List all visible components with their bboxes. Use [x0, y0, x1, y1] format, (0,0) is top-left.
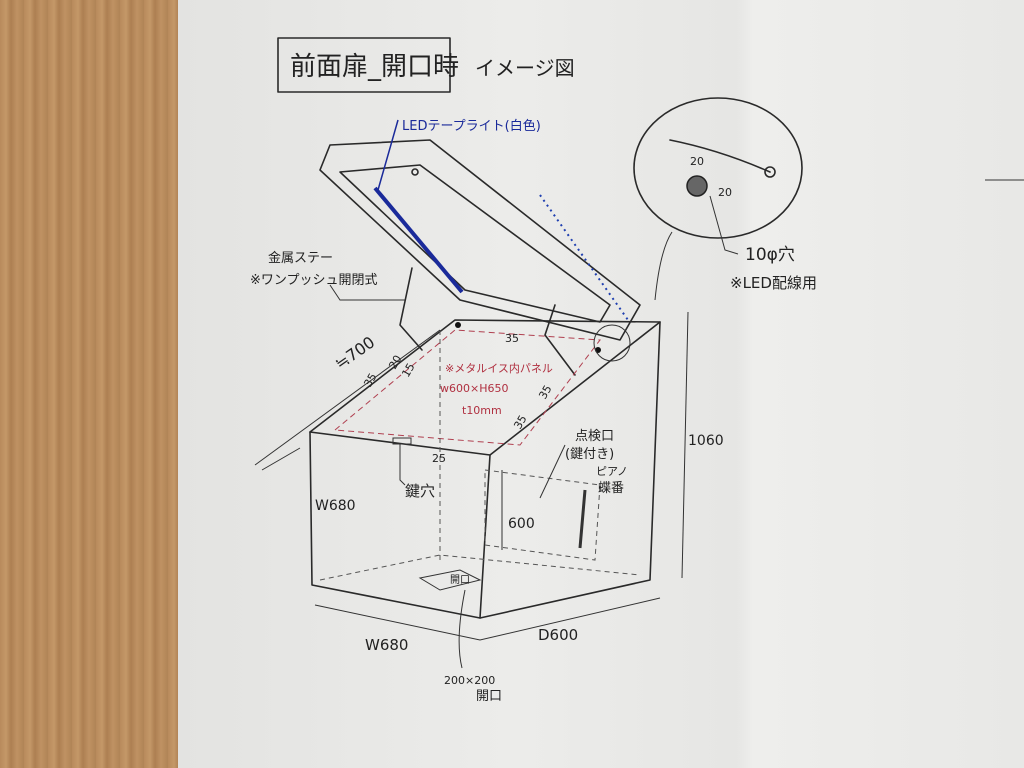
dim-25: 25	[432, 452, 446, 465]
inner-height-label: 600	[508, 516, 535, 532]
dim-15: 15	[399, 361, 417, 380]
panel-note-2: w600×H650	[440, 382, 508, 395]
dim-35-left: 35	[361, 371, 379, 390]
title: 前面扉_開口時	[290, 52, 459, 82]
dim-35-top: 35	[505, 332, 519, 345]
wiring-hole-icon	[686, 175, 708, 197]
dim-35-front: 35	[511, 413, 529, 432]
opening-size-label: 200×200	[444, 674, 495, 687]
metal-stay-left	[399, 267, 423, 351]
keyhole-label: 鍵穴	[405, 482, 435, 500]
cabinet-body	[309, 319, 661, 619]
detail-callout	[633, 97, 803, 301]
width-bottom-label: W680	[365, 636, 408, 654]
dim-depth-approx: ≒700	[331, 332, 378, 373]
depth-bottom-label: D600	[538, 626, 578, 644]
subtitle: イメージ図	[475, 56, 575, 80]
hinge-label-1: ピアノ	[596, 465, 628, 478]
dim-35-right: 35	[536, 383, 554, 402]
wood-wall	[0, 0, 200, 768]
opening-label: 開口	[476, 689, 502, 704]
panel-note-1: ※メタルイス内パネル	[445, 361, 553, 375]
paper-sheet	[178, 0, 1024, 768]
dim-20: 20	[386, 353, 404, 372]
width-top-label: W680	[315, 498, 356, 514]
keyhole-mark	[392, 437, 412, 445]
hinge-label-2: 蝶番	[598, 481, 624, 496]
stay-label-2: ※ワンプッシュ開閉式	[250, 273, 378, 288]
detail-dim-20a: 20	[690, 155, 704, 168]
panel-note-3: t10mm	[462, 404, 502, 417]
inspection-label-2: (鍵付き)	[565, 446, 614, 462]
title-box	[277, 37, 451, 93]
detail-dim-20b: 20	[718, 186, 732, 199]
led-tape-dotted	[539, 194, 629, 321]
floor-opening-label: 開口	[450, 574, 470, 586]
height-label: 1060	[688, 433, 724, 449]
inspection-label-1: 点検口	[575, 429, 614, 444]
detail-hole-label: 10φ穴	[745, 245, 795, 265]
open-lid	[319, 139, 641, 341]
led-tape-label: LEDテープライト(白色)	[402, 118, 541, 134]
detail-note: ※LED配線用	[730, 274, 817, 292]
metal-stay-right	[544, 304, 576, 376]
stay-label-1: 金属ステー	[268, 250, 333, 266]
led-tape-strip	[373, 186, 464, 294]
